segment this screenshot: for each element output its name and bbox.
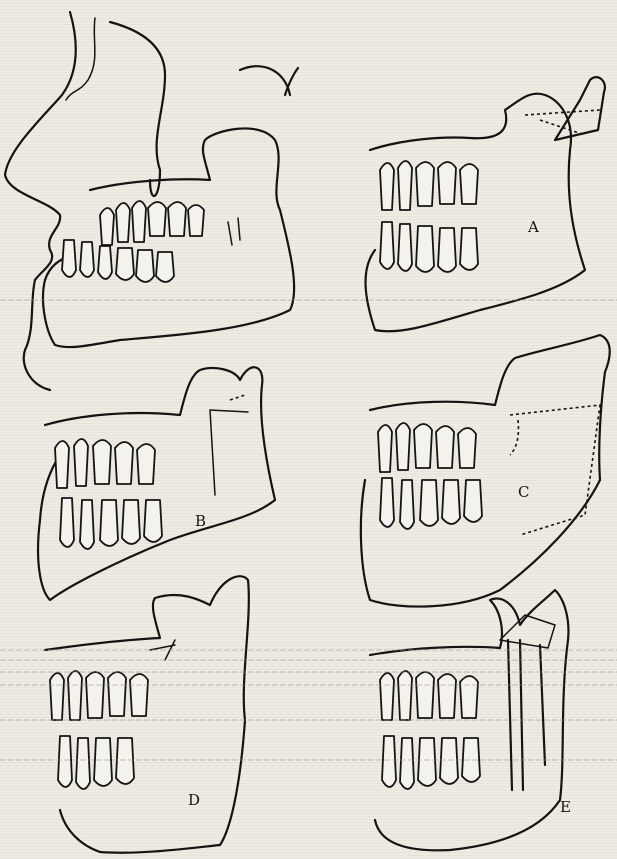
ramus-cut-B [210, 410, 248, 495]
teeth-group-A [380, 161, 478, 272]
ramus-split-E [508, 640, 545, 790]
panel-label-D: D [188, 791, 200, 809]
teeth-group-D [50, 671, 148, 789]
mandible-outline-B [38, 367, 275, 600]
panel-label-C: C [518, 483, 529, 501]
panel-A: A [366, 77, 605, 331]
panel-C: C [361, 335, 610, 607]
mandible-outline [43, 128, 294, 347]
teeth-group-B [55, 439, 162, 549]
soft-tissue-profile [5, 12, 76, 390]
panel-label-B: B [195, 512, 206, 530]
osteotomy-inner-dashed-C [510, 420, 518, 455]
panel-label-A: A [527, 218, 539, 236]
osteotomy-dashed-C [510, 405, 600, 535]
ramus-marks [228, 218, 240, 245]
osteotomy-dashed-B [230, 395, 245, 400]
teeth-group-C [378, 423, 482, 529]
mandible-outline-A [366, 94, 585, 332]
panel-original [5, 12, 298, 390]
teeth-group-E [380, 671, 480, 789]
teeth-group [62, 201, 204, 282]
panel-D: D [45, 576, 249, 853]
nasal-line [66, 18, 95, 100]
panel-label-E: E [560, 798, 571, 816]
panel-B: B [38, 367, 275, 600]
orbit-outline [110, 22, 165, 196]
ear-outline [240, 66, 298, 95]
